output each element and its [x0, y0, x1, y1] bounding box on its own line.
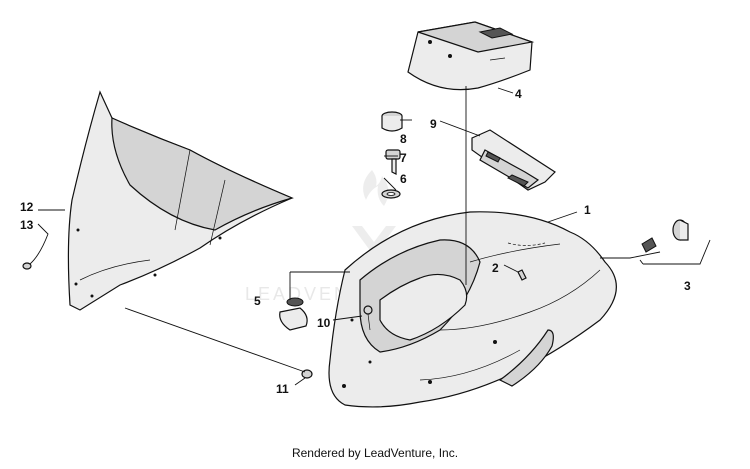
- instrument-display[interactable]: [471, 129, 556, 191]
- leader-lines: [29, 86, 711, 386]
- callout-12: 12: [20, 200, 34, 214]
- callout-13: 13: [20, 218, 34, 232]
- screw-13[interactable]: [22, 262, 32, 270]
- callout-11: 11: [276, 382, 289, 396]
- callout-10: 10: [317, 316, 331, 330]
- hood[interactable]: [328, 211, 617, 408]
- callout-9: 9: [430, 117, 437, 131]
- windshield[interactable]: [67, 90, 294, 311]
- screw-10[interactable]: [363, 305, 373, 331]
- key[interactable]: [385, 149, 401, 175]
- gauge-housing[interactable]: [407, 21, 535, 91]
- washer[interactable]: [381, 189, 401, 199]
- callout-3: 3: [684, 279, 691, 293]
- callouts: 1 2 3 4 5 6 7 8 9 10 11 12 13: [20, 87, 691, 396]
- power-outlet[interactable]: [641, 219, 689, 253]
- screw-2[interactable]: [517, 269, 527, 281]
- callout-5: 5: [254, 294, 261, 308]
- callout-1: 1: [584, 203, 591, 217]
- callout-4: 4: [515, 87, 522, 101]
- callout-8: 8: [400, 132, 407, 146]
- footer-credit: Rendered by LeadVenture, Inc.: [291, 446, 459, 460]
- ignition-cap[interactable]: [381, 111, 403, 132]
- callout-2: 2: [492, 261, 499, 275]
- callout-7: 7: [400, 151, 407, 165]
- switch[interactable]: [279, 297, 308, 331]
- callout-6: 6: [400, 172, 407, 186]
